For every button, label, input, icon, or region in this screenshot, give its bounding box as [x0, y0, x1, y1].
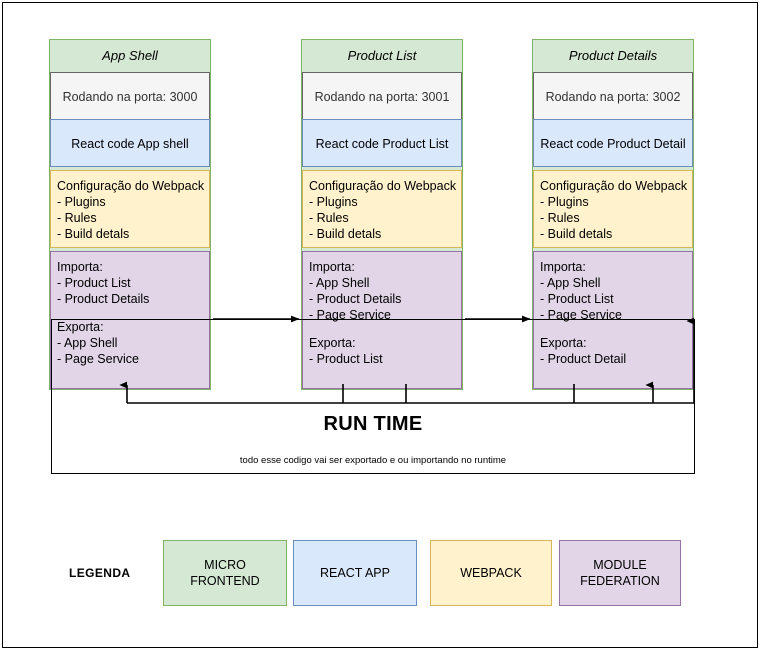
micro-frontend-title: Product Details [533, 40, 693, 72]
runtime-subtitle: todo esse codigo vai ser exportado e ou … [239, 455, 507, 466]
import-item: - App Shell [309, 276, 370, 290]
webpack-item: - Rules [57, 211, 97, 225]
diagram-canvas: App Shell Rodando na porta: 3000 React c… [3, 3, 757, 647]
imports-heading: Importa: [309, 260, 355, 274]
import-item: - Product Details [57, 292, 150, 306]
react-code-box: React code Product List [302, 119, 462, 167]
webpack-config-box: Configuração do Webpack - Plugins - Rule… [533, 170, 693, 248]
micro-frontend-title: App Shell [50, 40, 210, 72]
webpack-heading: Configuração do Webpack [309, 179, 457, 193]
import-item: - Page Service [540, 308, 622, 322]
webpack-item: - Build detals [309, 227, 382, 241]
legend-chip-text: WEBPACK [460, 566, 522, 580]
exports-heading: Exporta: [540, 336, 587, 350]
legend-label: LEGENDA [69, 566, 131, 580]
imports-heading: Importa: [57, 260, 103, 274]
runtime-title: RUN TIME [323, 413, 423, 435]
export-item: - Product Detail [540, 352, 627, 366]
webpack-heading: Configuração do Webpack [540, 179, 688, 193]
micro-frontend-title: Product List [302, 40, 462, 72]
micro-frontend-column-product-details[interactable]: Product Details Rodando na porta: 3002 R… [532, 39, 694, 390]
webpack-item: - Rules [540, 211, 580, 225]
webpack-heading: Configuração do Webpack [57, 179, 205, 193]
micro-frontend-column-app-shell[interactable]: App Shell Rodando na porta: 3000 React c… [49, 39, 211, 390]
webpack-config-box: Configuração do Webpack - Plugins - Rule… [302, 170, 462, 248]
webpack-item: - Plugins [540, 195, 589, 209]
micro-frontend-column-product-list[interactable]: Product List Rodando na porta: 3001 Reac… [301, 39, 463, 390]
export-item: - Page Service [57, 352, 139, 366]
legend-chip-text: MODULE FEDERATION [580, 558, 660, 588]
port-box: Rodando na porta: 3000 [50, 72, 210, 120]
export-item: - Product List [309, 352, 383, 366]
export-item: - App Shell [57, 336, 118, 350]
module-federation-box: Importa: - App Shell - Product List - Pa… [533, 251, 693, 389]
exports-heading: Exporta: [309, 336, 356, 350]
webpack-item: - Build detals [57, 227, 130, 241]
webpack-item: - Build detals [540, 227, 613, 241]
legend-chip-webpack[interactable]: WEBPACK [430, 540, 552, 606]
import-item: - App Shell [540, 276, 601, 290]
legend-chip-text: REACT APP [320, 566, 390, 580]
port-box: Rodando na porta: 3001 [302, 72, 462, 120]
imports-heading: Importa: [540, 260, 586, 274]
spacer [57, 307, 203, 319]
exports-heading: Exporta: [57, 320, 104, 334]
react-code-box: React code App shell [50, 119, 210, 167]
module-federation-box: Importa: - App Shell - Product Details -… [302, 251, 462, 389]
import-item: - Product List [57, 276, 131, 290]
legend-chip-micro-frontend[interactable]: MICRO FRONTEND [163, 540, 287, 606]
webpack-item: - Rules [309, 211, 349, 225]
legend-chip-react-app[interactable]: REACT APP [293, 540, 417, 606]
import-item: - Product List [540, 292, 614, 306]
module-federation-box: Importa: - Product List - Product Detail… [50, 251, 210, 389]
react-code-box: React code Product Detail [533, 119, 693, 167]
import-item: - Page Service [309, 308, 391, 322]
import-item: - Product Details [309, 292, 402, 306]
webpack-config-box: Configuração do Webpack - Plugins - Rule… [50, 170, 210, 248]
runtime-container [51, 319, 695, 474]
legend: LEGENDA MICRO FRONTEND REACT APP WEBPACK… [51, 540, 695, 608]
legend-chip-module-federation[interactable]: MODULE FEDERATION [559, 540, 681, 606]
webpack-item: - Plugins [309, 195, 358, 209]
port-box: Rodando na porta: 3002 [533, 72, 693, 120]
webpack-item: - Plugins [57, 195, 106, 209]
legend-chip-text: MICRO FRONTEND [190, 558, 260, 588]
